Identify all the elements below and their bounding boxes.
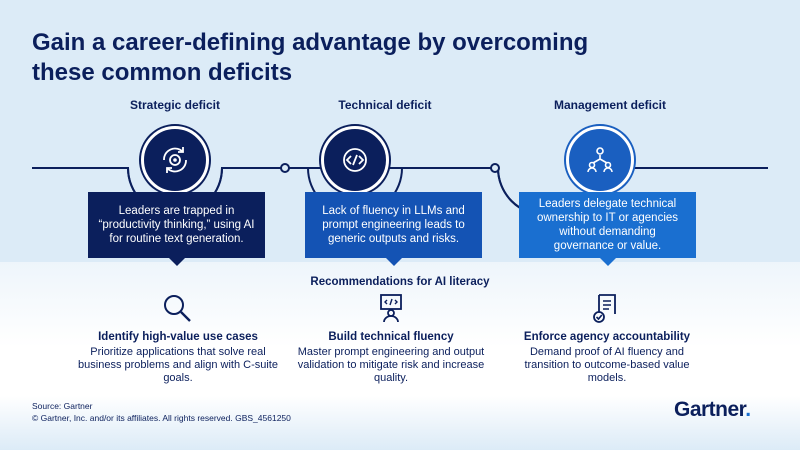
recommendations-band (0, 262, 800, 404)
logo-dot: . (745, 398, 751, 421)
connector-node (280, 163, 290, 173)
gartner-logo: Gartner. (674, 398, 751, 422)
logo-text: Gartner (674, 398, 746, 421)
code-icon (343, 148, 367, 172)
deficit-box-management: Leaders delegate technical ownership to … (519, 192, 696, 266)
footer-band (0, 396, 800, 450)
recommendation-body-use-cases: Prioritize applications that solve real … (78, 346, 278, 384)
page-title: Gain a career-defining advantage by over… (32, 29, 589, 86)
magnifier-icon (164, 295, 191, 322)
recommendation-title-technical: Build technical fluency (328, 331, 454, 343)
source-text: Source: Gartner (32, 401, 93, 411)
deficit-icon-circle-technical (321, 126, 389, 194)
connector-node (490, 163, 500, 173)
deficit-box-strategic: Leaders are trapped in “productivity thi… (88, 192, 265, 266)
gear-refresh-icon (163, 147, 187, 173)
deficit-box-technical: Lack of fluency in LLMs and prompt engin… (305, 192, 482, 266)
deficit-label-strategic: Strategic deficit (129, 98, 221, 112)
deficit-icon-circle-strategic (141, 126, 209, 194)
recommendation-body-technical: Master prompt engineering and output val… (297, 346, 485, 384)
recommendation-title-use-cases: Identify high-value use cases (98, 331, 258, 343)
deficit-label-management: Management deficit (553, 98, 667, 112)
recommendation-title-accountability: Enforce agency accountability (523, 331, 691, 343)
document-check-icon (593, 294, 616, 323)
copyright-text: © Gartner, Inc. and/or its affiliates. A… (32, 413, 291, 423)
recommendation-body-accountability: Demand proof of AI fluency and transitio… (524, 346, 690, 384)
recommendations-heading: Recommendations for AI literacy (310, 276, 490, 288)
deficit-icon-circle-management (566, 126, 634, 194)
delegation-icon (587, 147, 613, 173)
developer-icon (380, 294, 402, 323)
deficit-label-technical: Technical deficit (338, 98, 432, 112)
